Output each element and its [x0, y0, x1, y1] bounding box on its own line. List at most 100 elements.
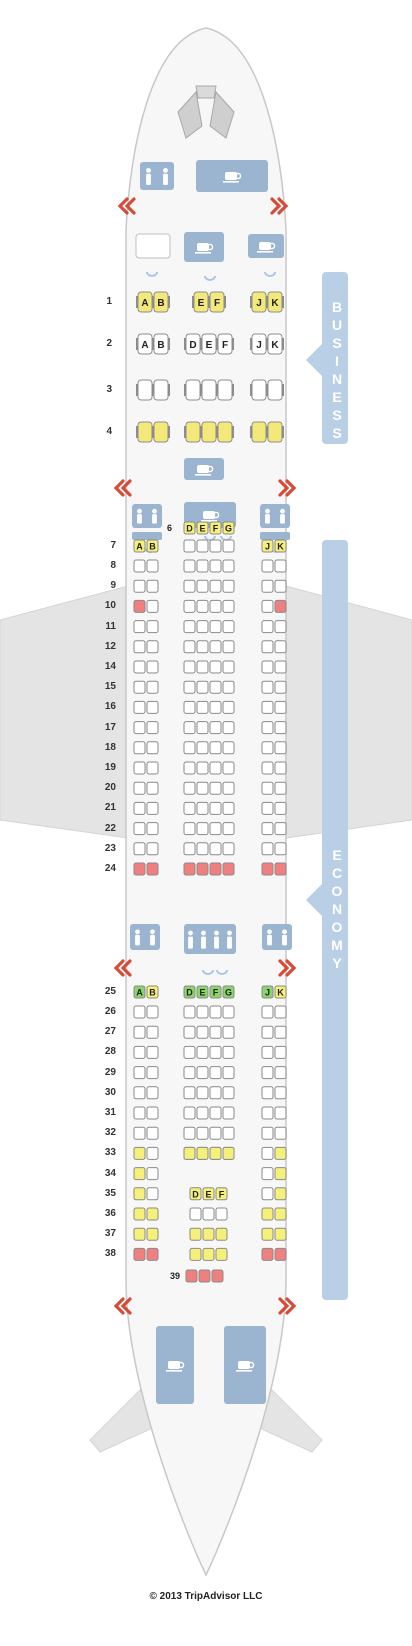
- economy-row-number: 27: [104, 1026, 116, 1038]
- seat-letter: D: [186, 524, 193, 534]
- economy-seat-cushion: [274, 1187, 287, 1201]
- business-seat: [216, 379, 234, 401]
- economy-seat: [222, 1126, 235, 1140]
- cup-handle: [268, 242, 276, 250]
- economy-seat-cushion: [196, 761, 209, 775]
- economy-row-number: 36: [104, 1208, 116, 1219]
- economy-seat-cushion: [189, 1227, 202, 1241]
- economy-seat-cushion: [196, 781, 209, 795]
- economy-seat-cushion: [222, 680, 235, 694]
- business-seat: [200, 421, 218, 443]
- economy-seat: [146, 620, 159, 634]
- economy-seat-cushion: [183, 721, 196, 735]
- exit-chevron: [120, 959, 132, 977]
- economy-seat: [274, 1146, 287, 1160]
- economy-seat-cushion: [146, 1187, 159, 1201]
- economy-seat: [222, 741, 235, 755]
- economy-seat-cushion: [222, 822, 235, 836]
- business-letter: S: [332, 407, 342, 423]
- business-cabin-label: B U S I N E S S: [326, 298, 348, 442]
- economy-seat-cushion: [209, 721, 222, 735]
- economy-seat: [146, 822, 159, 836]
- economy-seat: [222, 1146, 235, 1160]
- economy-seat: [261, 822, 274, 836]
- seat-letter: B: [157, 298, 164, 309]
- economy-seat-cushion: [133, 559, 146, 573]
- business-seat-arm: [168, 426, 170, 438]
- economy-seat: [196, 1126, 209, 1140]
- economy-seat: [133, 1187, 146, 1201]
- economy-seat-cushion: [133, 620, 146, 634]
- economy-row-number: 26: [104, 1006, 116, 1017]
- economy-seat-cushion: [146, 842, 159, 856]
- business-seat-arm: [152, 338, 154, 350]
- economy-seat-cushion: [274, 539, 287, 553]
- economy-seat-cushion: [209, 1005, 222, 1019]
- economy-row-number: 37: [104, 1228, 116, 1240]
- business-row-number: 2: [106, 338, 112, 349]
- economy-seat-cushion: [146, 985, 159, 999]
- economy-seat-cushion: [196, 1126, 209, 1140]
- economy-seat: [196, 761, 209, 775]
- economy-seat: [222, 579, 235, 593]
- economy-seat: [209, 1066, 222, 1080]
- cup-saucer: [195, 252, 211, 254]
- economy-seat: [222, 761, 235, 775]
- economy-letter: O: [331, 883, 343, 899]
- economy-seat-cushion: [274, 680, 287, 694]
- economy-seat: [146, 781, 159, 795]
- economy-seat-cushion: [202, 1187, 215, 1201]
- economy-seat-cushion: [274, 781, 287, 795]
- bassinet-icon: [264, 272, 276, 277]
- economy-seat-cushion: [133, 781, 146, 795]
- economy-row-number: 10: [104, 600, 116, 612]
- economy-seat: [146, 680, 159, 694]
- business-seat: [216, 333, 234, 355]
- economy-seat-cushion: [261, 985, 274, 999]
- business-seat-arm: [250, 384, 252, 396]
- lavatory-figure-head: [163, 168, 168, 173]
- exit-chevron: [270, 197, 282, 215]
- economy-seat-cushion: [261, 1066, 274, 1080]
- seat-letter: J: [265, 988, 270, 998]
- economy-seat-cushion: [274, 660, 287, 674]
- seat-letter: A: [136, 988, 143, 998]
- business-seat-cushion: [217, 421, 233, 443]
- economy-seat-cushion: [196, 559, 209, 573]
- business-seat-cushion: [267, 421, 283, 443]
- economy-seat: [133, 842, 146, 856]
- economy-seat: [146, 1025, 159, 1039]
- economy-seat-cushion: [261, 1086, 274, 1100]
- economy-seat: [209, 721, 222, 735]
- lavatory-icon: [132, 504, 162, 528]
- business-seat-arm: [136, 338, 138, 350]
- lavatory-figure-head: [280, 508, 285, 514]
- economy-row-number: 15: [104, 681, 116, 693]
- economy-seat-cushion: [274, 1025, 287, 1039]
- exit-arrow-icon: [117, 197, 136, 215]
- economy-seat: [133, 741, 146, 755]
- economy-letter: Y: [332, 955, 342, 971]
- economy-seat: [211, 1269, 224, 1283]
- economy-seat: [209, 862, 222, 876]
- cup-saucer: [236, 1370, 252, 1372]
- business-seat-arm: [200, 384, 202, 396]
- economy-row-number: 17: [104, 721, 116, 733]
- economy-seat: [189, 1207, 202, 1221]
- seat-letter: E: [199, 524, 205, 534]
- economy-seat-cushion: [189, 1207, 202, 1221]
- economy-seat: [146, 1066, 159, 1080]
- economy-seat: [274, 700, 287, 714]
- economy-seat: [274, 1207, 287, 1221]
- cup-handle: [212, 511, 220, 519]
- economy-seat: [274, 1066, 287, 1080]
- cup-saucer: [195, 474, 211, 476]
- business-seat-arm: [266, 426, 268, 438]
- economy-seat-cushion: [261, 842, 274, 856]
- economy-seat: [183, 579, 196, 593]
- fuselage-outline: [125, 27, 287, 1577]
- exit-arrow-icon: [113, 1297, 132, 1315]
- business-seat: [208, 291, 226, 313]
- economy-seat-cushion: [133, 1086, 146, 1100]
- economy-seat: [222, 1086, 235, 1100]
